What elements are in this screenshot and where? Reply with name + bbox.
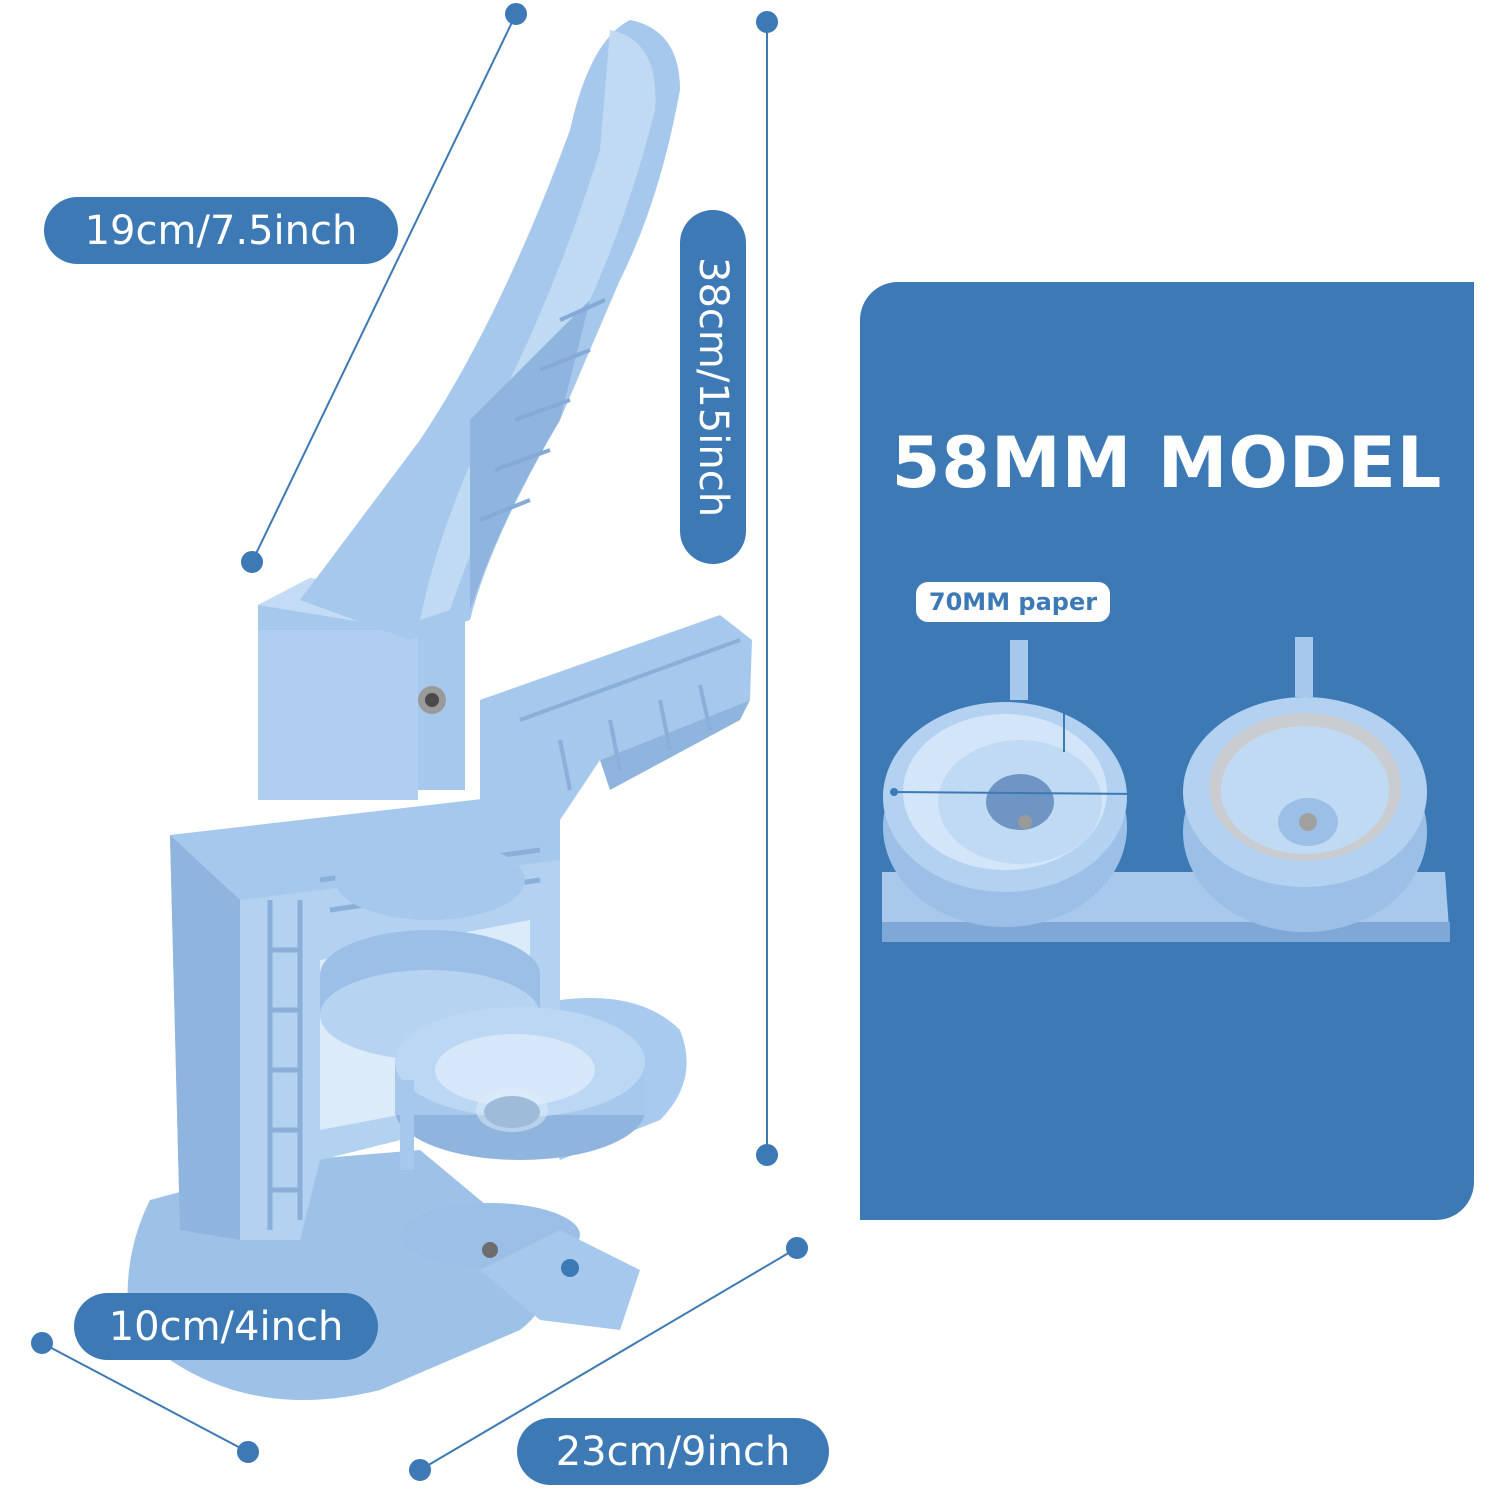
width-dimension-label: 19cm/7.5inch xyxy=(44,197,398,264)
model-panel: 58MM MODEL 70MM paper xyxy=(860,282,1474,1220)
die-set-image xyxy=(882,622,1450,942)
dimension-lines xyxy=(31,3,808,1481)
paper-size-label: 70MM paper xyxy=(916,582,1110,622)
model-title: 58MM MODEL xyxy=(891,422,1443,504)
length-dimension-label: 23cm/9inch xyxy=(517,1418,829,1485)
base-depth-dimension-label: 10cm/4inch xyxy=(74,1293,378,1360)
height-dimension-label: 38cm/15inch xyxy=(680,210,746,564)
